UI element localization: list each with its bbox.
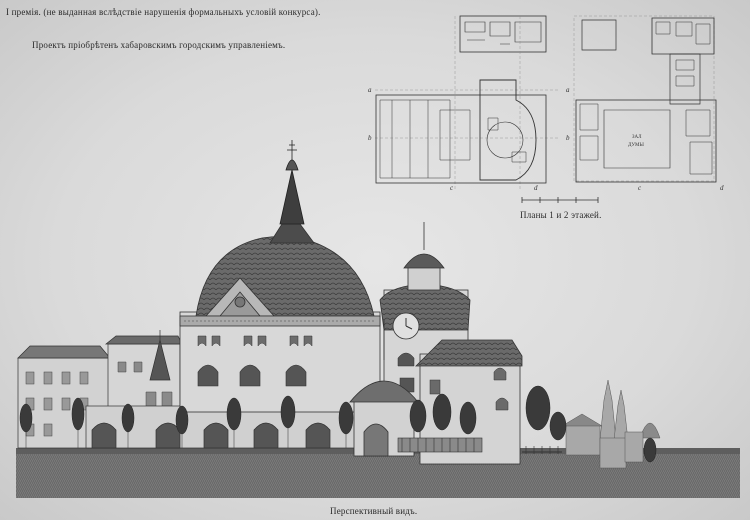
svg-text:a: a xyxy=(566,86,570,94)
plan1-main xyxy=(375,94,547,184)
plans-caption: Планы 1 и 2 этажей. xyxy=(520,210,602,220)
hall-label-1: ЗАЛ xyxy=(632,135,642,140)
distant-buildings xyxy=(561,379,661,469)
scale-bar xyxy=(521,197,599,203)
perspective-caption: Перспективный видъ. xyxy=(330,506,418,516)
trees xyxy=(19,385,657,463)
svg-text:b: b xyxy=(368,134,372,142)
main-spire xyxy=(279,140,305,225)
prize-caption: I премія. (не выданная вслѣдствіе наруше… xyxy=(6,7,321,17)
plan2-outline xyxy=(573,15,715,182)
svg-text:d: d xyxy=(534,184,538,192)
front-fence xyxy=(397,437,562,454)
svg-text:a: a xyxy=(368,86,372,94)
floor-plan-second: ЗАЛ ДУМЫ a b c d xyxy=(566,15,724,192)
project-caption: Проектъ пріобрѣтенъ хабаровскимъ городск… xyxy=(32,40,286,50)
main-hall xyxy=(179,223,381,413)
svg-text:d: d xyxy=(720,184,724,192)
floor-plan-first: a b c d xyxy=(368,15,560,192)
hall-label-2: ДУМЫ xyxy=(628,143,644,148)
svg-text:b: b xyxy=(566,134,570,142)
plan2-main xyxy=(575,99,717,183)
svg-text:c: c xyxy=(638,184,642,192)
svg-text:c: c xyxy=(450,184,454,192)
plan1-annex xyxy=(459,15,547,53)
